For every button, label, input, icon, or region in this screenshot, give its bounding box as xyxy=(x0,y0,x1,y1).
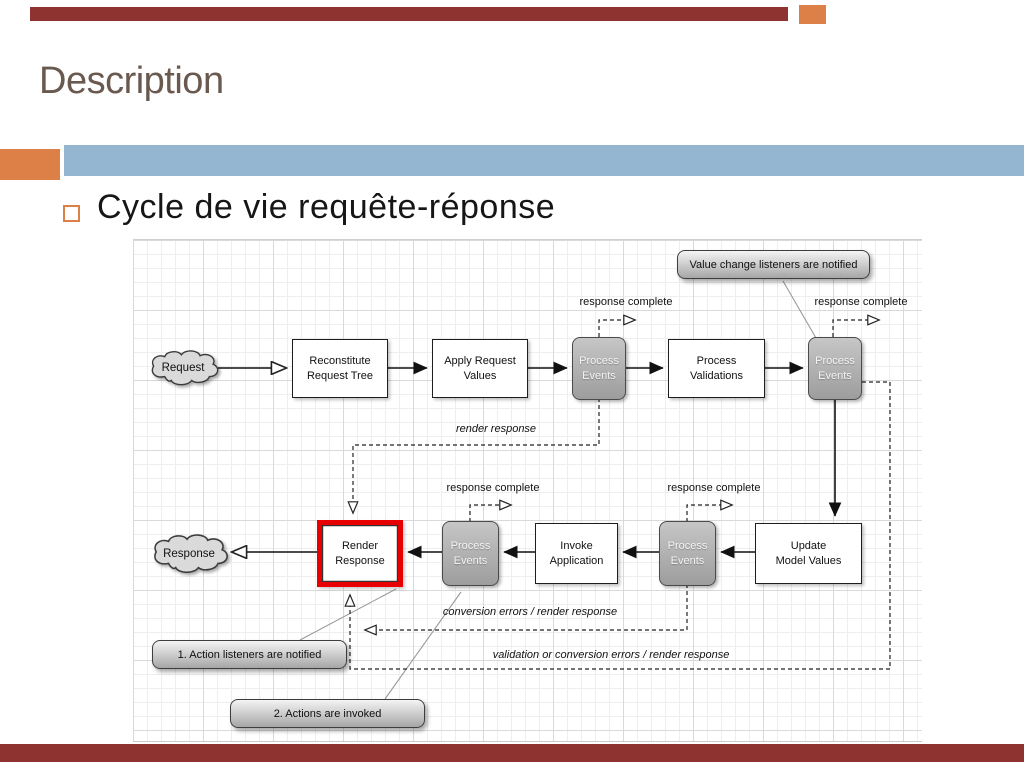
box-label-line: Render xyxy=(341,540,379,553)
box-process-events-2: Process Events xyxy=(808,337,862,400)
box-process-events-4: Process Events xyxy=(659,521,716,586)
request-cloud-label: Request xyxy=(161,362,205,374)
callout-value-change-listeners: Value change listeners are notified xyxy=(677,250,870,279)
bullet-square-icon xyxy=(63,205,80,222)
box-process-events-3: Process Events xyxy=(442,521,499,586)
box-render-response: Render Response xyxy=(317,520,403,587)
box-label-line: Invoke xyxy=(560,540,593,553)
box-label-line: Response xyxy=(335,554,385,567)
label-response-complete-top-right: response complete xyxy=(814,296,908,308)
box-label-line: Validations xyxy=(690,369,743,382)
box-label-line: Model Values xyxy=(775,554,842,567)
box-process-events-1: Process Events xyxy=(572,337,626,400)
box-reconstitute-request-tree: Reconstitute Request Tree xyxy=(292,339,388,398)
box-label-line: Events xyxy=(453,554,488,567)
top-accent-square xyxy=(799,5,826,24)
box-invoke-application: Invoke Application xyxy=(535,523,618,584)
box-label-line: Process xyxy=(696,355,737,368)
box-label-line: Process xyxy=(579,355,619,368)
response-cloud-shape xyxy=(154,534,228,574)
box-label-line: Values xyxy=(463,369,497,382)
diagram-connectors xyxy=(151,280,891,700)
label-response-complete-mid-right: response complete xyxy=(667,482,761,494)
callout-actions-invoked: 2. Actions are invoked xyxy=(230,699,425,728)
box-label-line: Process xyxy=(667,540,708,553)
box-label-line: Events xyxy=(670,554,705,567)
box-label-line: Events xyxy=(582,369,616,382)
band-accent-orange xyxy=(0,149,60,180)
box-label-line: Update xyxy=(790,540,827,553)
box-apply-request-values: Apply Request Values xyxy=(432,339,528,398)
box-process-validations: Process Validations xyxy=(668,339,765,398)
label-render-response: render response xyxy=(455,423,537,435)
bullet-text: Cycle de vie requête-réponse xyxy=(97,188,556,226)
response-cloud-label: Response xyxy=(163,548,215,560)
callout-action-listeners-notified: 1. Action listeners are notified xyxy=(152,640,347,669)
box-label-line: Process xyxy=(815,355,855,368)
bottom-rule-bar xyxy=(0,744,1024,762)
label-response-complete-top-left: response complete xyxy=(579,296,673,308)
request-cloud-shape xyxy=(151,350,219,386)
box-label-line: Request Tree xyxy=(306,369,374,382)
box-label-line: Reconstitute xyxy=(309,355,371,368)
label-validation-or-conversion-errors: validation or conversion errors / render… xyxy=(492,649,730,661)
page-title: Description xyxy=(39,60,224,102)
label-conversion-errors: conversion errors / render response xyxy=(442,606,618,618)
box-label-line: Apply Request xyxy=(444,355,516,368)
band-blue xyxy=(64,145,1024,176)
label-response-complete-mid-left: response complete xyxy=(446,482,540,494)
top-rule-bar xyxy=(30,7,788,21)
box-label-line: Application xyxy=(549,554,604,567)
lifecycle-diagram: Reconstitute Request Tree Apply Request … xyxy=(133,239,922,742)
box-label-line: Events xyxy=(818,369,852,382)
box-label-line: Process xyxy=(450,540,491,553)
box-update-model-values: Update Model Values xyxy=(755,523,862,584)
